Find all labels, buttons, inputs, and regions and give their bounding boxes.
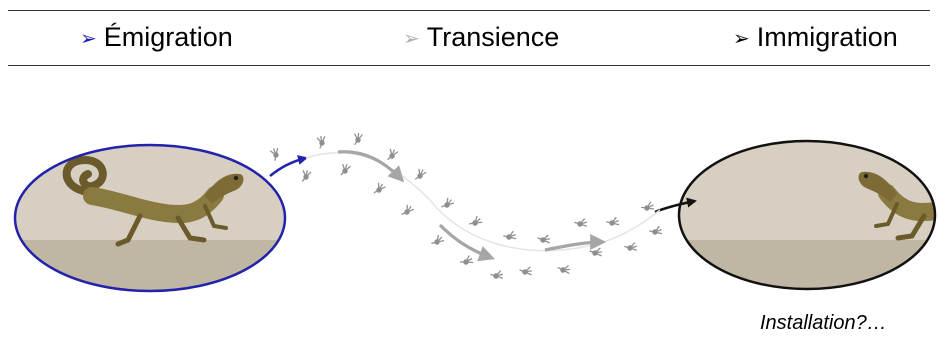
footprint-icon bbox=[459, 254, 475, 269]
installation-caption: Installation?… bbox=[760, 312, 887, 334]
path-arrow-icon bbox=[438, 223, 496, 262]
path-arrow-icon bbox=[337, 150, 405, 183]
footprint-icon bbox=[502, 230, 518, 244]
phase-immigration: ➢ Immigration bbox=[733, 22, 898, 53]
bullet-arrow-icon: ➢ bbox=[733, 28, 750, 50]
footprint-icon bbox=[467, 214, 484, 230]
footprint-icon bbox=[518, 266, 534, 278]
footprint-icon bbox=[269, 146, 283, 162]
origin-lizard-illustration bbox=[13, 143, 287, 293]
footprint-icon bbox=[372, 181, 387, 197]
footprints-trail bbox=[269, 132, 664, 282]
phase-emigration: ➢ Émigration bbox=[80, 22, 233, 53]
destination-lizard-illustration bbox=[677, 139, 937, 291]
header-top-rule bbox=[8, 10, 930, 11]
phase-transience: ➢ Transience bbox=[403, 22, 559, 53]
footprint-icon bbox=[316, 134, 328, 150]
footprint-icon bbox=[300, 168, 312, 184]
header-bottom-rule bbox=[8, 65, 930, 66]
footprint-icon bbox=[413, 167, 428, 183]
path-arrow-icon bbox=[544, 234, 607, 252]
bullet-arrow-icon: ➢ bbox=[403, 28, 420, 50]
exit-arrow-icon bbox=[269, 155, 308, 177]
footprint-icon bbox=[623, 241, 639, 254]
origin-ellipse bbox=[13, 143, 287, 293]
trail-line bbox=[305, 151, 661, 252]
footprint-icon bbox=[557, 264, 571, 276]
footprint-icon bbox=[489, 269, 505, 282]
footprint-icon bbox=[429, 233, 446, 250]
footprint-icon bbox=[588, 247, 604, 259]
footprint-icon bbox=[573, 217, 589, 230]
footprint-icon bbox=[352, 132, 364, 146]
footprint-icon bbox=[648, 225, 664, 239]
phase-label: Immigration bbox=[756, 22, 898, 52]
phase-label: Émigration bbox=[103, 22, 233, 52]
bullet-arrow-icon: ➢ bbox=[80, 28, 97, 50]
footprint-icon bbox=[536, 234, 552, 246]
footprint-icon bbox=[440, 196, 456, 213]
footprint-icon bbox=[400, 203, 415, 220]
destination-ellipse bbox=[677, 139, 937, 291]
phase-label: Transience bbox=[426, 22, 560, 52]
footprint-icon bbox=[385, 147, 399, 163]
footprint-icon bbox=[640, 200, 656, 215]
footprint-icon bbox=[605, 216, 621, 230]
footprint-icon bbox=[339, 162, 352, 178]
